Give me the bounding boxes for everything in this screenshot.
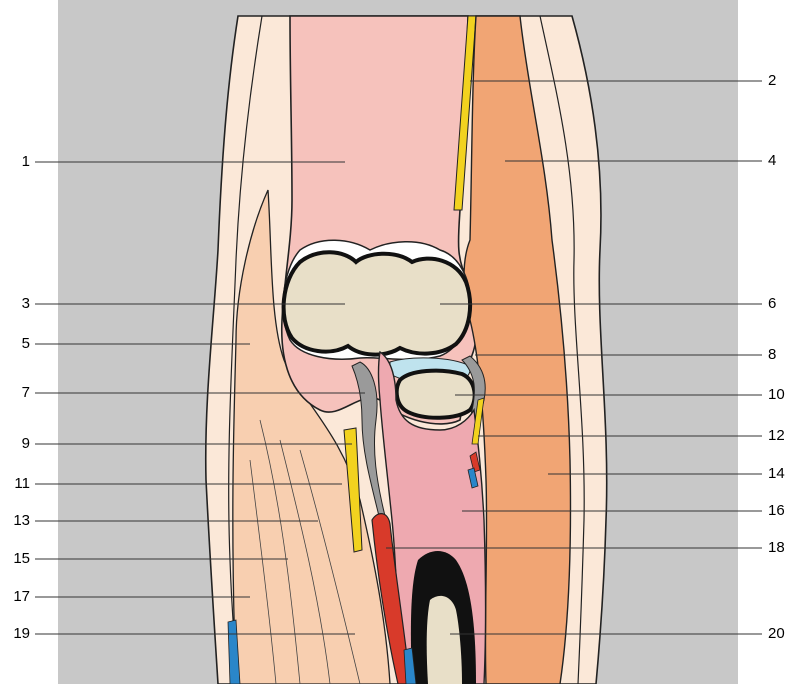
label-5: 5 [0,335,30,353]
label-10: 10 [768,386,796,404]
radial-head [397,371,475,418]
label-13: 13 [0,512,30,530]
label-1: 1 [0,153,30,171]
label-4: 4 [768,152,796,170]
humeral-condyles [284,252,470,354]
label-20: 20 [768,625,796,643]
label-16: 16 [768,502,796,520]
label-19: 19 [0,625,30,643]
label-3: 3 [0,295,30,313]
label-14: 14 [768,465,796,483]
label-9: 9 [0,435,30,453]
label-7: 7 [0,384,30,402]
label-8: 8 [768,346,796,364]
label-11: 11 [0,475,30,493]
label-18: 18 [768,539,796,557]
label-17: 17 [0,588,30,606]
label-12: 12 [768,427,796,445]
label-15: 15 [0,550,30,568]
label-2: 2 [768,72,796,90]
label-6: 6 [768,295,796,313]
